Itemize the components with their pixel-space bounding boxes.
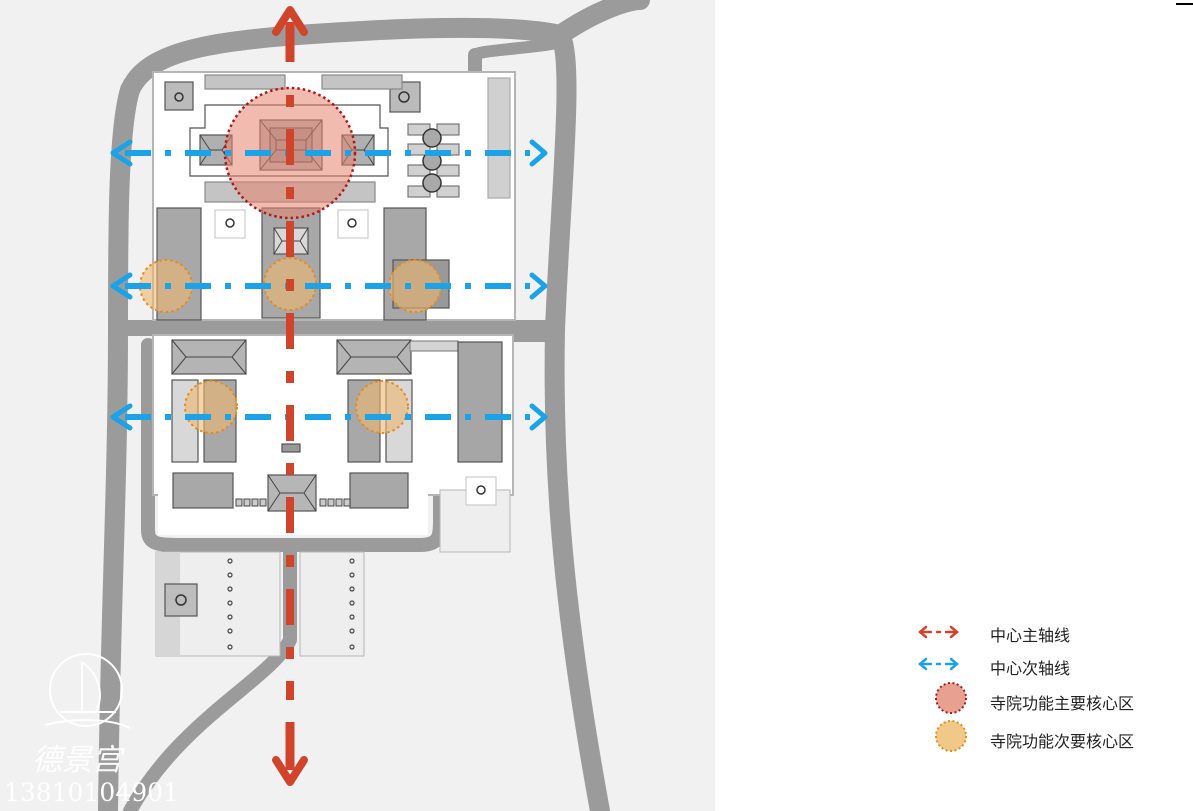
legend-symbol-main-axis: [918, 625, 959, 639]
legend-symbol-secondary-core: [935, 720, 967, 752]
legend-symbol-primary-core: [935, 682, 967, 714]
legend-label: 寺院功能主要核心区: [990, 694, 1135, 713]
legend-label: 中心主轴线: [990, 626, 1071, 645]
road-outer-east: [544, 25, 610, 811]
road-south-entry: [123, 538, 297, 811]
legend-label: 中心次轴线: [990, 659, 1071, 678]
watermark-logo: [44, 653, 131, 729]
legend-item-primary-core: 寺院功能主要核心区: [918, 686, 1188, 714]
legend-item-main-axis: 中心主轴线: [918, 618, 1188, 646]
watermark-brand: 德景宫: [32, 743, 122, 778]
tree-markers: [227, 558, 355, 650]
road-inner-north: [469, 36, 566, 61]
secondary-axes: [110, 139, 548, 431]
road-outer-north: [120, 0, 650, 100]
watermark-phone: 13810104901: [4, 778, 179, 807]
legend-item-secondary-core: 寺院功能次要核心区: [918, 724, 1188, 752]
main-axis: [272, 6, 308, 786]
legend-item-secondary-axis: 中心次轴线: [918, 651, 1188, 679]
legend-label: 寺院功能次要核心区: [990, 732, 1135, 751]
legend-symbol-secondary-axis: [918, 657, 959, 671]
ring-icons: [174, 91, 486, 606]
